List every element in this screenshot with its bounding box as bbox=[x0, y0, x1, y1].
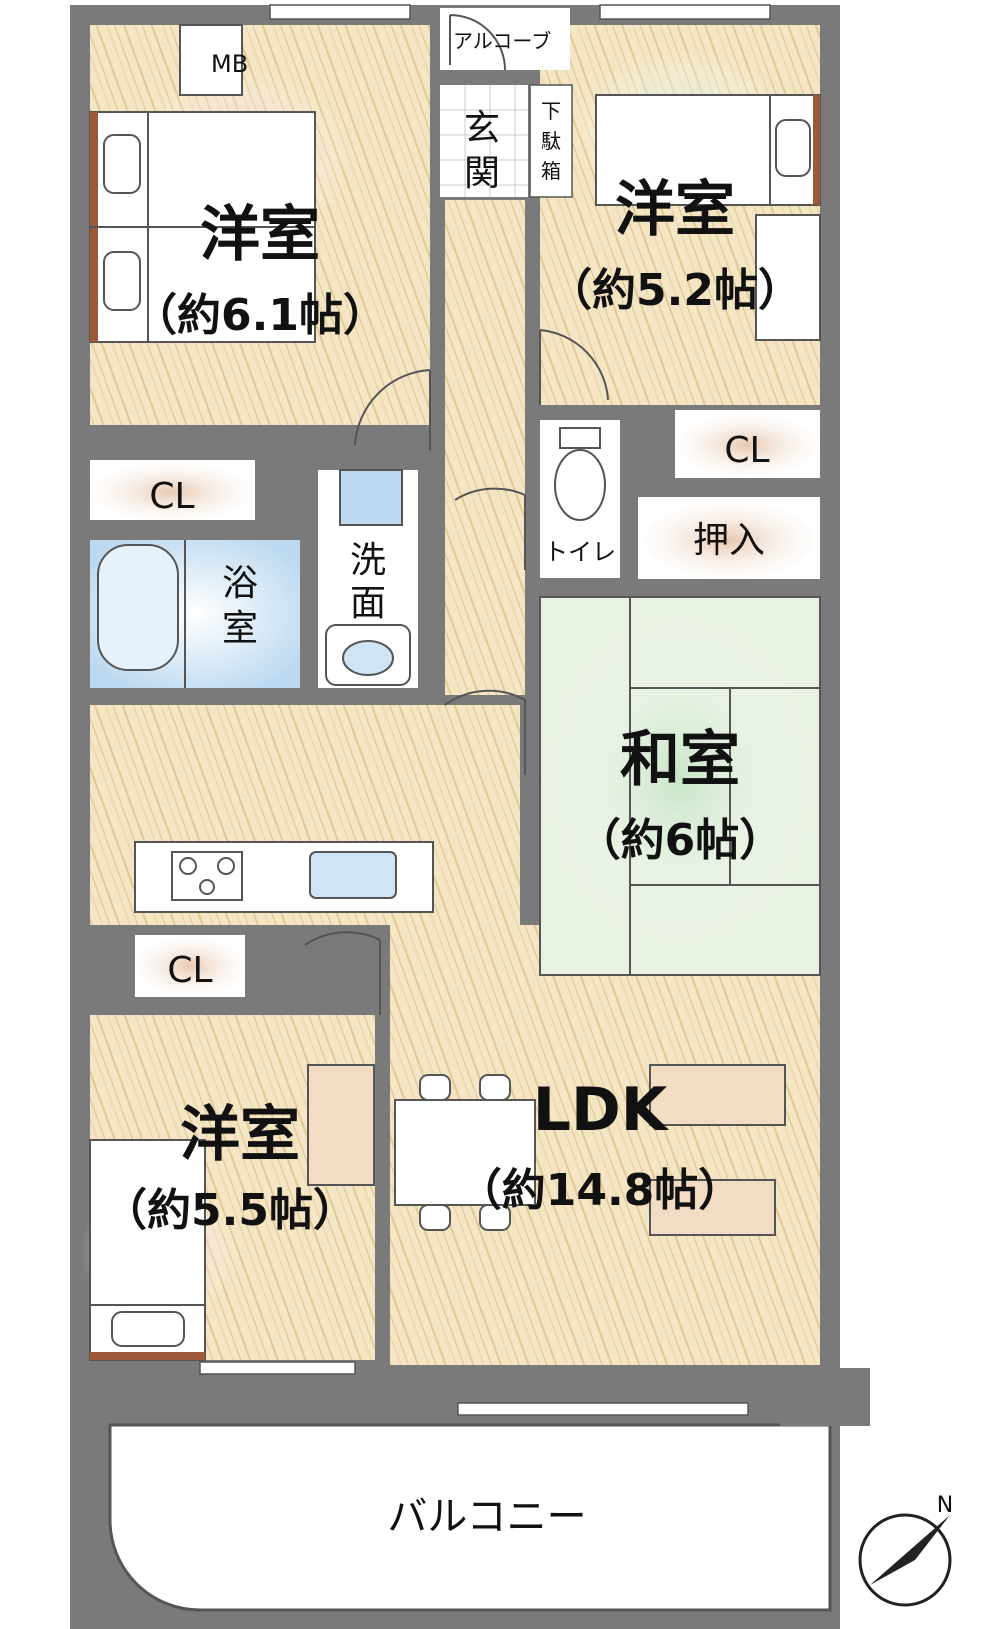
closet-upper-right-label: CL bbox=[724, 430, 769, 471]
tatami-lines bbox=[539, 596, 821, 976]
oshiire-label: 押入 bbox=[693, 520, 765, 561]
door-west-room-1 bbox=[354, 369, 431, 450]
washing-machine-icon bbox=[339, 469, 403, 526]
balcony-label: バルコニー bbox=[387, 1494, 586, 1540]
door-west-room-3 bbox=[304, 931, 381, 1015]
closet-lower-glow bbox=[135, 938, 245, 994]
west-room-1-size: （約6.1帖） bbox=[133, 290, 387, 341]
entrance-label-1: 玄 bbox=[464, 108, 500, 149]
washitsu-name: 和室 bbox=[620, 725, 740, 795]
mb-label: MB bbox=[211, 50, 248, 78]
washroom-label-2: 面 bbox=[350, 583, 386, 624]
alcove-door-icon bbox=[449, 14, 506, 71]
ldk-name: LDK bbox=[533, 1075, 670, 1145]
door-toilet bbox=[454, 487, 526, 570]
window-top-left bbox=[269, 4, 411, 20]
toilet-tank-icon bbox=[559, 427, 601, 449]
bathtub-icon bbox=[97, 544, 179, 671]
washitsu-size: （約6帖） bbox=[577, 815, 784, 866]
dining-chairs bbox=[419, 1074, 511, 1231]
sofa bbox=[649, 1064, 786, 1126]
window-bottom-right bbox=[457, 1402, 749, 1416]
desk-west-room-3 bbox=[307, 1064, 375, 1186]
bath-label-1: 浴 bbox=[222, 563, 258, 604]
compass-icon bbox=[858, 1513, 952, 1607]
low-table bbox=[649, 1179, 776, 1236]
door-washitsu bbox=[444, 689, 526, 775]
mb-box bbox=[179, 24, 243, 96]
west-room-3-name: 洋室 bbox=[180, 1100, 300, 1170]
west-room-1-name: 洋室 bbox=[200, 200, 320, 270]
bed-west-room-3 bbox=[89, 1139, 206, 1361]
washroom-label-1: 洗 bbox=[350, 540, 386, 581]
closet-upper-right-glow bbox=[677, 415, 817, 475]
kitchen-sink-icon bbox=[309, 851, 397, 899]
alcove-label: アルコーブ bbox=[453, 29, 551, 53]
closet-left-label: CL bbox=[149, 476, 194, 517]
north-label: N bbox=[937, 1493, 953, 1518]
entrance-label-2: 関 bbox=[464, 153, 500, 194]
balcony bbox=[108, 1423, 832, 1612]
bed-west-room-1 bbox=[89, 111, 316, 343]
toilet-label: トイレ bbox=[544, 538, 616, 566]
washitsu-glow bbox=[540, 610, 820, 950]
entrance-area bbox=[440, 85, 528, 197]
window-top-right bbox=[599, 4, 771, 20]
shoebox-label-3: 箱 bbox=[541, 159, 561, 183]
closet-left-glow bbox=[92, 464, 252, 520]
shoebox bbox=[529, 84, 573, 198]
toilet-bowl-icon bbox=[554, 449, 606, 521]
bed-west-room-2 bbox=[595, 94, 821, 341]
closet-lower-label: CL bbox=[167, 950, 212, 991]
sink-basin-icon bbox=[342, 640, 394, 676]
hallway-floor bbox=[445, 200, 525, 695]
oshiire-glow bbox=[644, 502, 814, 578]
window-bottom-left bbox=[199, 1361, 356, 1375]
dining-table bbox=[394, 1099, 536, 1206]
balcony-pillar bbox=[780, 1368, 870, 1426]
west-room-3-size: （約5.5帖） bbox=[103, 1185, 357, 1236]
ldk-size: （約14.8帖） bbox=[458, 1165, 743, 1216]
bath-label-2: 室 bbox=[222, 608, 258, 649]
west-room-2-size: （約5.2帖） bbox=[548, 265, 802, 316]
door-west-room-2 bbox=[539, 329, 609, 405]
shoebox-label-2: 駄 bbox=[541, 129, 561, 153]
shoebox-label-1: 下 bbox=[541, 99, 561, 123]
entrance-tiles bbox=[440, 85, 528, 197]
west-room-2-name: 洋室 bbox=[615, 175, 735, 245]
